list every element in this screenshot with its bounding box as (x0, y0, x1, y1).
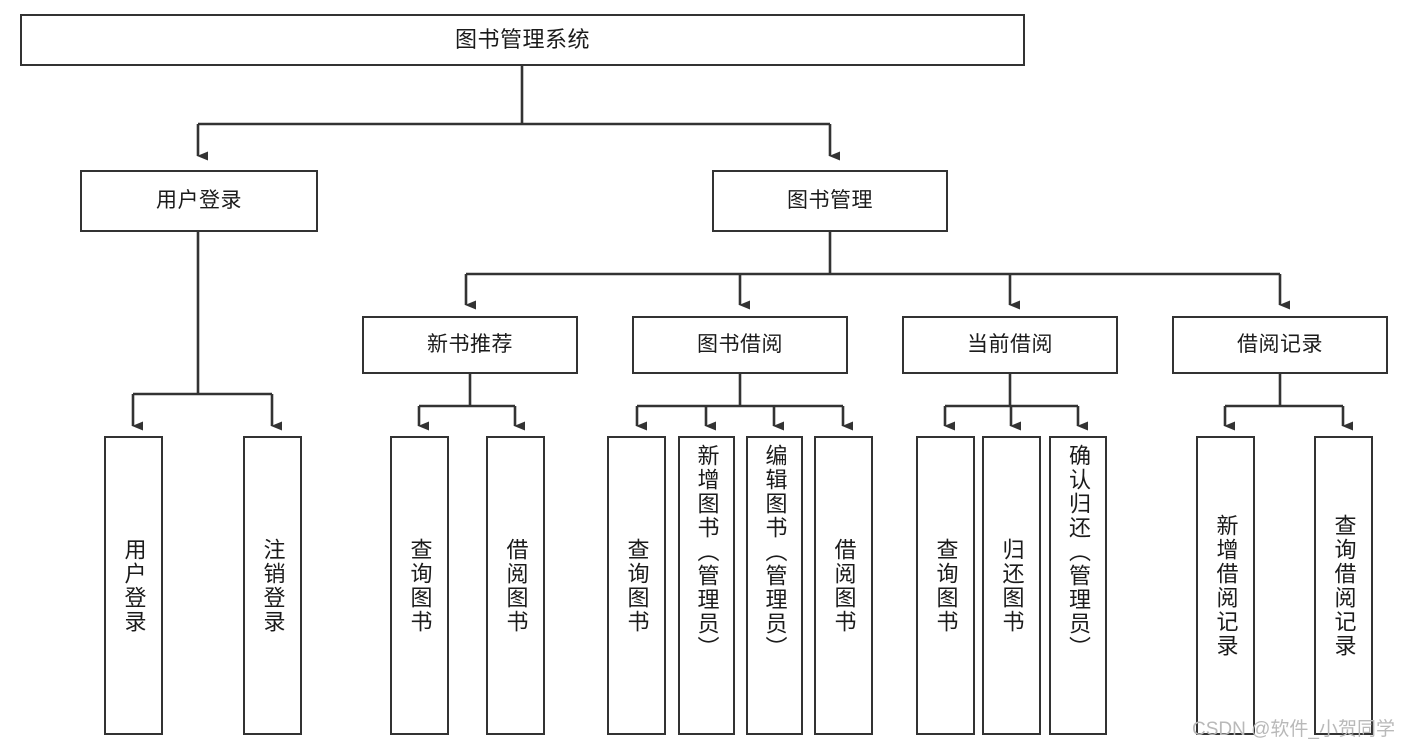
node-leaf-confirm-return-admin[interactable]: 确认归还（管理员） (1049, 436, 1107, 735)
node-label: 查询借阅记录 (1331, 513, 1357, 658)
node-label: 借阅图书 (503, 537, 529, 634)
node-borrow-record[interactable]: 借阅记录 (1172, 316, 1388, 374)
node-label: 确认归还（管理员） (1066, 444, 1091, 660)
node-leaf-user-login[interactable]: 用户登录 (104, 436, 163, 735)
node-new-book-recommend[interactable]: 新书推荐 (362, 316, 578, 374)
node-leaf-query-book-current[interactable]: 查询图书 (916, 436, 975, 735)
node-label: 用户登录 (156, 189, 242, 213)
node-leaf-query-borrow-record[interactable]: 查询借阅记录 (1314, 436, 1373, 735)
node-leaf-borrow-book[interactable]: 借阅图书 (814, 436, 873, 735)
node-leaf-add-borrow-record[interactable]: 新增借阅记录 (1196, 436, 1255, 735)
node-label: 借阅记录 (1237, 333, 1323, 357)
node-label: 查询图书 (933, 537, 959, 634)
node-leaf-return-book[interactable]: 归还图书 (982, 436, 1041, 735)
node-user-login[interactable]: 用户登录 (80, 170, 318, 232)
node-label: 查询图书 (407, 537, 433, 634)
node-root-system[interactable]: 图书管理系统 (20, 14, 1025, 66)
node-label: 查询图书 (624, 537, 650, 634)
node-label: 新增借阅记录 (1213, 513, 1239, 658)
node-label: 新书推荐 (427, 333, 513, 357)
node-label: 注销登录 (260, 537, 286, 634)
node-label: 归还图书 (999, 537, 1025, 634)
node-label: 图书借阅 (697, 333, 783, 357)
node-leaf-logout[interactable]: 注销登录 (243, 436, 302, 735)
node-leaf-borrow-book-recommend[interactable]: 借阅图书 (486, 436, 545, 735)
node-label: 借阅图书 (831, 537, 857, 634)
node-leaf-query-book-borrow[interactable]: 查询图书 (607, 436, 666, 735)
node-label: 当前借阅 (967, 333, 1053, 357)
node-label: 新增图书（管理员） (694, 444, 720, 660)
node-label: 图书管理系统 (454, 26, 590, 52)
node-leaf-query-book-recommend[interactable]: 查询图书 (390, 436, 449, 735)
node-label: 编辑图书（管理员） (762, 444, 788, 660)
node-leaf-edit-book-admin[interactable]: 编辑图书（管理员） (746, 436, 803, 735)
node-label: 用户登录 (121, 537, 147, 634)
node-leaf-add-book-admin[interactable]: 新增图书（管理员） (678, 436, 735, 735)
node-book-borrow[interactable]: 图书借阅 (632, 316, 848, 374)
node-book-management[interactable]: 图书管理 (712, 170, 948, 232)
csdn-watermark: CSDN @软件_小贺同学 (1192, 719, 1395, 740)
node-label: 图书管理 (787, 189, 873, 213)
node-current-borrow[interactable]: 当前借阅 (902, 316, 1118, 374)
